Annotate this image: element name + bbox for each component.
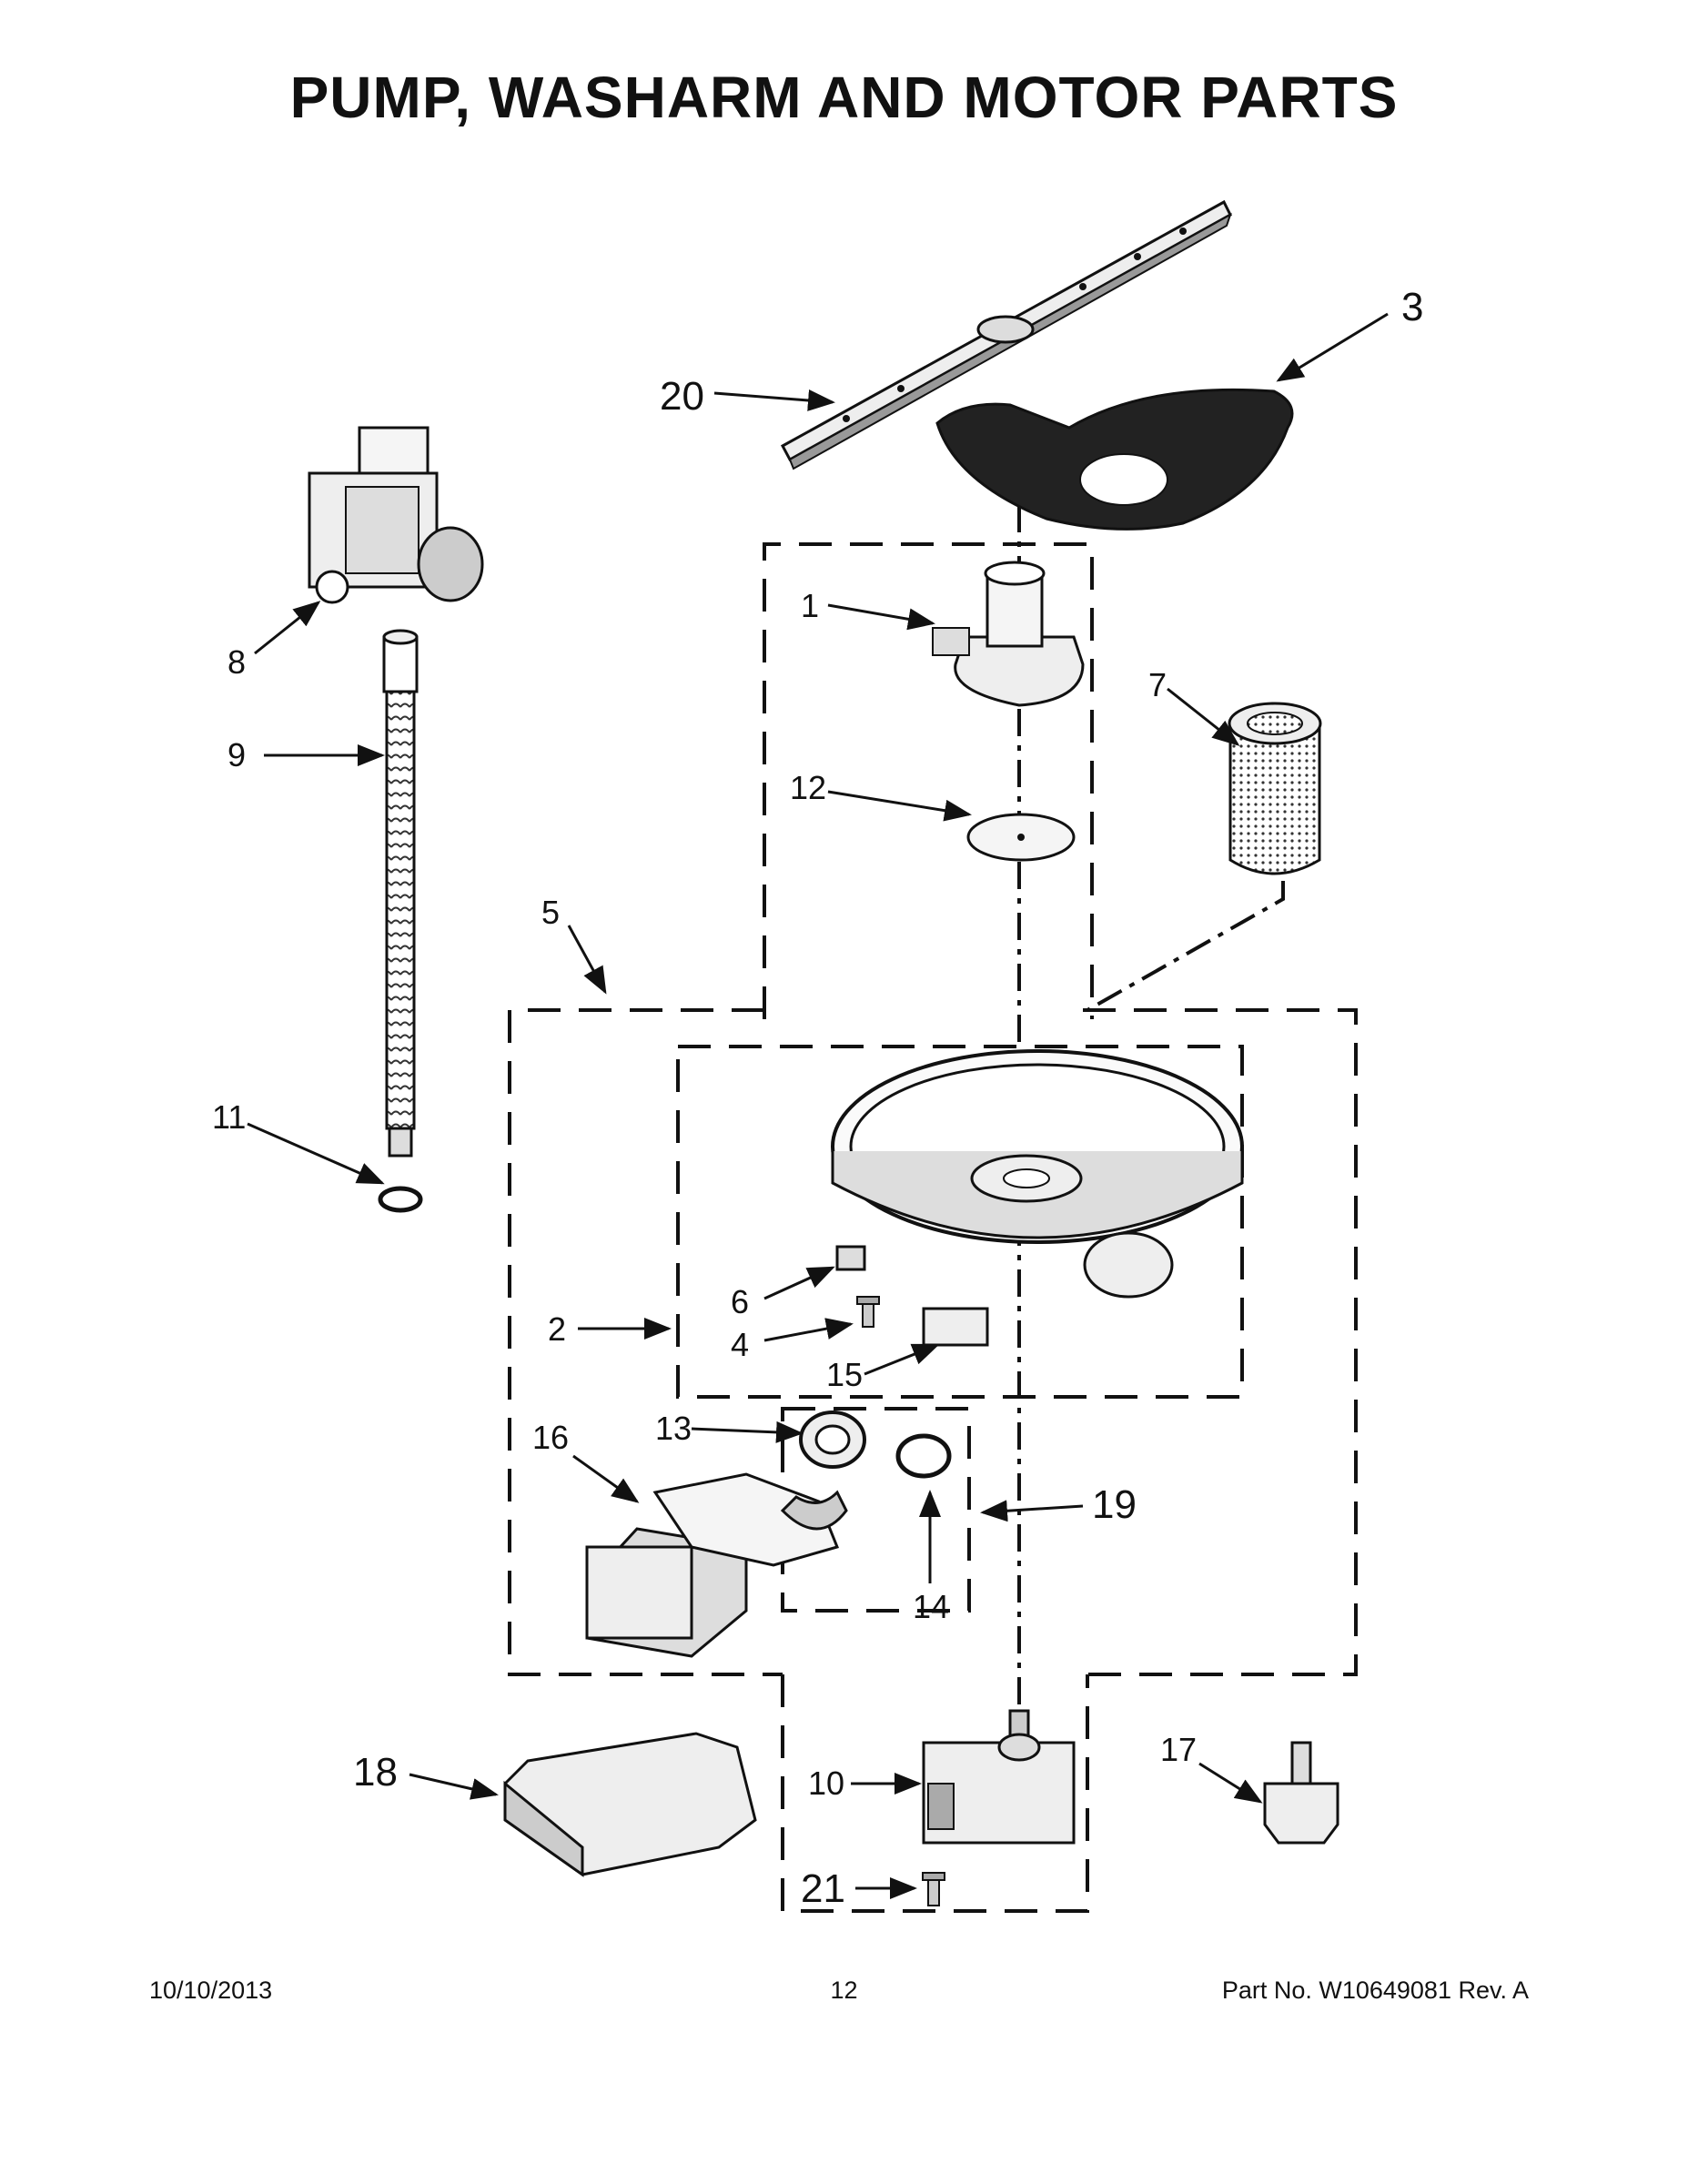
screw-part-4 (856, 1296, 880, 1328)
callout-6: 6 (731, 1283, 749, 1320)
leader-arrows (247, 312, 1389, 1899)
callout-19: 19 (1092, 1482, 1137, 1527)
manifold-part-1 (932, 561, 1085, 707)
group-box-2 (676, 1045, 1244, 1399)
page-title: PUMP, WASHARM AND MOTOR PARTS (289, 65, 1399, 130)
bracket-part-6 (835, 1245, 866, 1271)
motor-part-16 (585, 1472, 848, 1658)
sensor-part-17 (1263, 1741, 1339, 1845)
callout-10: 10 (808, 1764, 844, 1802)
callout-3: 3 (1401, 285, 1423, 329)
callout-labels: 20 3 1 12 7 8 9 5 11 6 2 4 15 13 16 19 1… (212, 285, 1423, 1911)
filter-part-7 (1228, 702, 1322, 875)
group-box-10 (781, 1674, 1089, 1913)
callout-2: 2 (548, 1310, 566, 1348)
callout-11: 11 (212, 1098, 246, 1136)
callout-17: 17 (1160, 1731, 1197, 1768)
callout-15: 15 (826, 1356, 863, 1393)
sensor-part-15 (922, 1307, 989, 1347)
diverter-part-10 (922, 1709, 1076, 1845)
callout-12: 12 (790, 769, 826, 806)
drain-hose-part-9 (382, 629, 419, 1158)
callout-5: 5 (541, 894, 560, 931)
callout-21: 21 (801, 1866, 845, 1911)
cover-part-3 (935, 388, 1294, 531)
group-box-1 (763, 542, 1094, 1019)
footer-part-number: Part No. W10649081 Rev. A (1221, 1977, 1529, 2004)
sump-part-2 (831, 1049, 1244, 1299)
callout-18: 18 (353, 1750, 398, 1795)
washarm-part-20 (780, 199, 1232, 470)
group-box-5 (508, 1008, 783, 1676)
callout-13: 13 (655, 1410, 692, 1447)
callout-1: 1 (801, 587, 819, 624)
drain-pump-part-8 (308, 426, 484, 604)
callout-14: 14 (913, 1588, 949, 1625)
group-box-5-right (1083, 1008, 1358, 1676)
center-axis-filter (1087, 881, 1285, 1012)
seal-part-13 (799, 1410, 866, 1469)
clamp-part-11 (378, 1186, 423, 1213)
screw-part-21 (922, 1872, 945, 1906)
callout-9: 9 (227, 736, 246, 774)
footer-date: 10/10/2013 (149, 1977, 273, 2004)
callout-7: 7 (1148, 666, 1167, 703)
clamp-part-14 (895, 1433, 952, 1479)
callout-20: 20 (660, 374, 704, 419)
footer-page-number: 12 (830, 1977, 858, 2004)
disk-part-12 (966, 813, 1076, 862)
callout-8: 8 (227, 643, 246, 681)
cover-part-18 (503, 1732, 757, 1877)
callout-4: 4 (731, 1326, 749, 1363)
callout-16: 16 (532, 1419, 569, 1456)
